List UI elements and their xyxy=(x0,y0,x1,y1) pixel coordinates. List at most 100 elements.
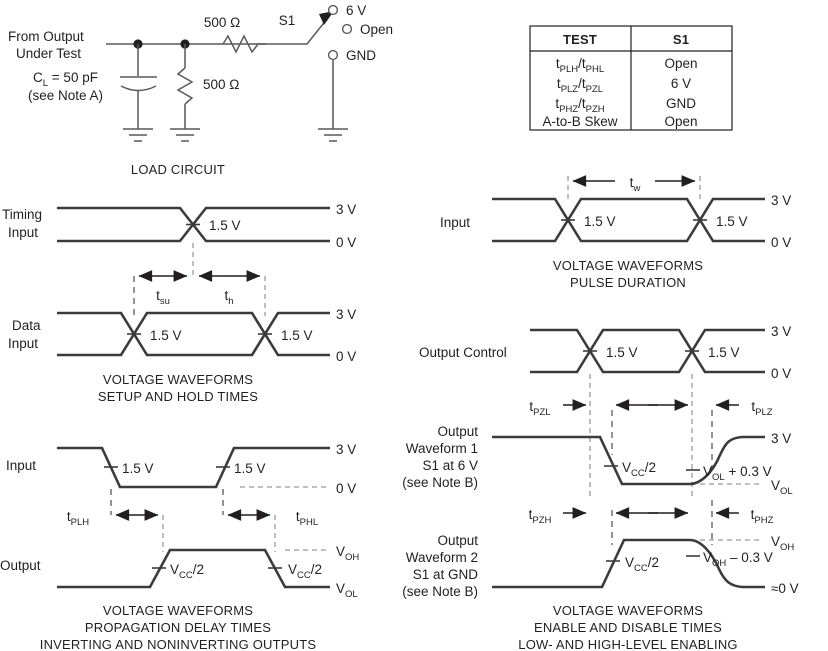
prop-caption-line3: INVERTING AND NONINVERTING OUTPUTS xyxy=(40,637,317,651)
data-input-low-label: 0 V xyxy=(336,349,356,364)
cap-label: CL = 50 pF xyxy=(33,70,98,89)
series-resistor-label: 500 Ω xyxy=(204,15,240,30)
load-source-label-line2: Under Test xyxy=(16,46,81,61)
wf2-zero-label: ≈0 V xyxy=(771,581,799,596)
ground-symbol-gnd-terminal xyxy=(318,60,348,142)
th-label: th xyxy=(224,288,233,307)
wf2-wave xyxy=(492,538,765,589)
table-header-s1: S1 xyxy=(673,32,689,47)
prop-output-wave xyxy=(57,548,330,589)
pulse-wave-a xyxy=(492,197,765,243)
output-control-wave-b xyxy=(530,328,765,374)
prop-output-vcc-right: VCC/2 xyxy=(288,562,322,581)
terminal-gnd[interactable] xyxy=(327,49,339,61)
data-input-threshold-left: 1.5 V xyxy=(150,328,182,343)
table-cell-s1: Open xyxy=(664,56,697,71)
table-header-test: TEST xyxy=(563,32,597,47)
test-table: TEST S1 tPLH/tPHL Open tPLZ/tPZL 6 V tPH… xyxy=(529,25,733,131)
data-input-threshold-right: 1.5 V xyxy=(281,328,313,343)
wf1-high-label: 3 V xyxy=(771,431,791,446)
enable-disable-diagram: Output Control 1.5 V 1.5 V 3 V 0 V tPZL … xyxy=(402,324,798,651)
prop-input-low-label: 0 V xyxy=(336,481,356,496)
table-cell-s1: Open xyxy=(664,114,697,129)
prop-caption-line2: PROPAGATION DELAY TIMES xyxy=(85,620,271,635)
pulse-caption-line2: PULSE DURATION xyxy=(570,275,686,290)
timing-input-high-label: 3 V xyxy=(336,202,356,217)
ground-symbol-res xyxy=(170,128,200,142)
tw-label: tw xyxy=(630,175,641,194)
shunt-resistor-label: 500 Ω xyxy=(203,77,239,92)
table-cell-test: tPLZ/tPZL xyxy=(557,76,603,95)
terminal-gnd-label: GND xyxy=(346,48,376,63)
wf2-voh-label: VOH xyxy=(771,534,794,553)
enable-caption-line2: ENABLE AND DISABLE TIMES xyxy=(534,620,722,635)
switch-arm-pointer xyxy=(319,11,334,25)
tphz-label: tPHZ xyxy=(751,507,774,526)
pulse-threshold-right: 1.5 V xyxy=(716,214,748,229)
pulse-caption-line1: VOLTAGE WAVEFORMS xyxy=(553,258,703,273)
output-control-wave-a xyxy=(530,328,765,374)
prop-input-threshold-left: 1.5 V xyxy=(122,461,154,476)
tplh-label: tPLH xyxy=(67,509,89,528)
ctrl-high-label: 3 V xyxy=(771,324,791,339)
data-input-label-line1: Data xyxy=(12,318,41,333)
wf1-label-line3: S1 at 6 V xyxy=(422,458,478,473)
terminal-open[interactable] xyxy=(341,23,353,35)
prop-output-vcc-left: VCC/2 xyxy=(170,562,204,581)
setup-hold-caption-line2: SETUP AND HOLD TIMES xyxy=(98,389,258,404)
table-cell-test: tPHZ/tPZH xyxy=(555,96,604,115)
table-row: tPLZ/tPZL 6 V xyxy=(557,76,691,95)
table-cell-s1: GND xyxy=(666,96,696,111)
wf1-label-line2: Waveform 1 xyxy=(406,441,478,456)
ctrl-low-label: 0 V xyxy=(771,366,791,381)
pulse-high-label: 3 V xyxy=(771,193,791,208)
terminal-open-label: Open xyxy=(360,22,393,37)
table-cell-test: tPLH/tPHL xyxy=(556,56,604,75)
wf1-vol-label: VOL xyxy=(771,478,793,497)
tpzl-label: tPZL xyxy=(529,399,550,418)
wf2-vcc-label: VCC/2 xyxy=(625,555,659,574)
wf2-voh-minus-label: VOH – 0.3 V xyxy=(703,550,773,569)
data-input-wave-b xyxy=(57,311,330,357)
tsu-label: tsu xyxy=(156,288,170,307)
prop-output-vol-label: VOL xyxy=(336,581,358,600)
timing-input-threshold-label: 1.5 V xyxy=(209,218,241,233)
pulse-threshold-left: 1.5 V xyxy=(584,214,616,229)
cap-note-label: (see Note A) xyxy=(28,88,103,103)
tphl-label: tPHL xyxy=(296,509,318,528)
setup-hold-caption-line1: VOLTAGE WAVEFORMS xyxy=(103,372,253,387)
pulse-wave-b xyxy=(492,197,765,243)
table-cell-s1: 6 V xyxy=(671,76,691,91)
wf1-label-line4: (see Note B) xyxy=(402,475,478,490)
prop-caption-line1: VOLTAGE WAVEFORMS xyxy=(103,603,253,618)
table-row: tPHZ/tPZH GND xyxy=(555,96,696,115)
terminal-6v[interactable] xyxy=(327,4,339,16)
wf1-vol-plus-label: VOL + 0.3 V xyxy=(703,464,772,483)
terminal-6v-label: 6 V xyxy=(346,3,366,18)
enable-caption-line1: VOLTAGE WAVEFORMS xyxy=(553,603,703,618)
wf2-label-line1: Output xyxy=(437,533,478,548)
setup-hold-diagram: Timing Input 1.5 V 3 V 0 V tsu th Data I… xyxy=(2,202,356,404)
prop-input-threshold-right: 1.5 V xyxy=(234,461,266,476)
load-circuit-caption: LOAD CIRCUIT xyxy=(131,162,225,177)
tpzh-label: tPZH xyxy=(529,507,552,526)
ctrl-threshold-right: 1.5 V xyxy=(708,345,740,360)
wf2-label-line2: Waveform 2 xyxy=(406,550,478,565)
load-circuit: From Output Under Test 500 Ω CL = 50 pF … xyxy=(8,3,393,177)
wf2-label-line4: (see Note B) xyxy=(402,584,478,599)
wf1-vcc-label: VCC/2 xyxy=(622,460,656,479)
pulse-input-label: Input xyxy=(440,215,470,230)
prop-input-label: Input xyxy=(6,458,36,473)
tplz-label: tPLZ xyxy=(751,399,772,418)
wf1-wave xyxy=(492,435,765,486)
output-control-label: Output Control xyxy=(419,345,507,360)
prop-delay-diagram: Input 1.5 V 1.5 V 3 V 0 V tPLH tPHL Outp… xyxy=(0,442,359,651)
data-input-high-label: 3 V xyxy=(336,307,356,322)
data-input-wave-a xyxy=(57,311,330,357)
switch-label: S1 xyxy=(279,13,296,28)
load-source-label-line1: From Output xyxy=(8,29,84,44)
ground-symbol-cap xyxy=(123,128,153,142)
wf1-label-line1: Output xyxy=(437,424,478,439)
timing-input-low-label: 0 V xyxy=(336,235,356,250)
timing-input-label-line2: Input xyxy=(8,225,38,240)
